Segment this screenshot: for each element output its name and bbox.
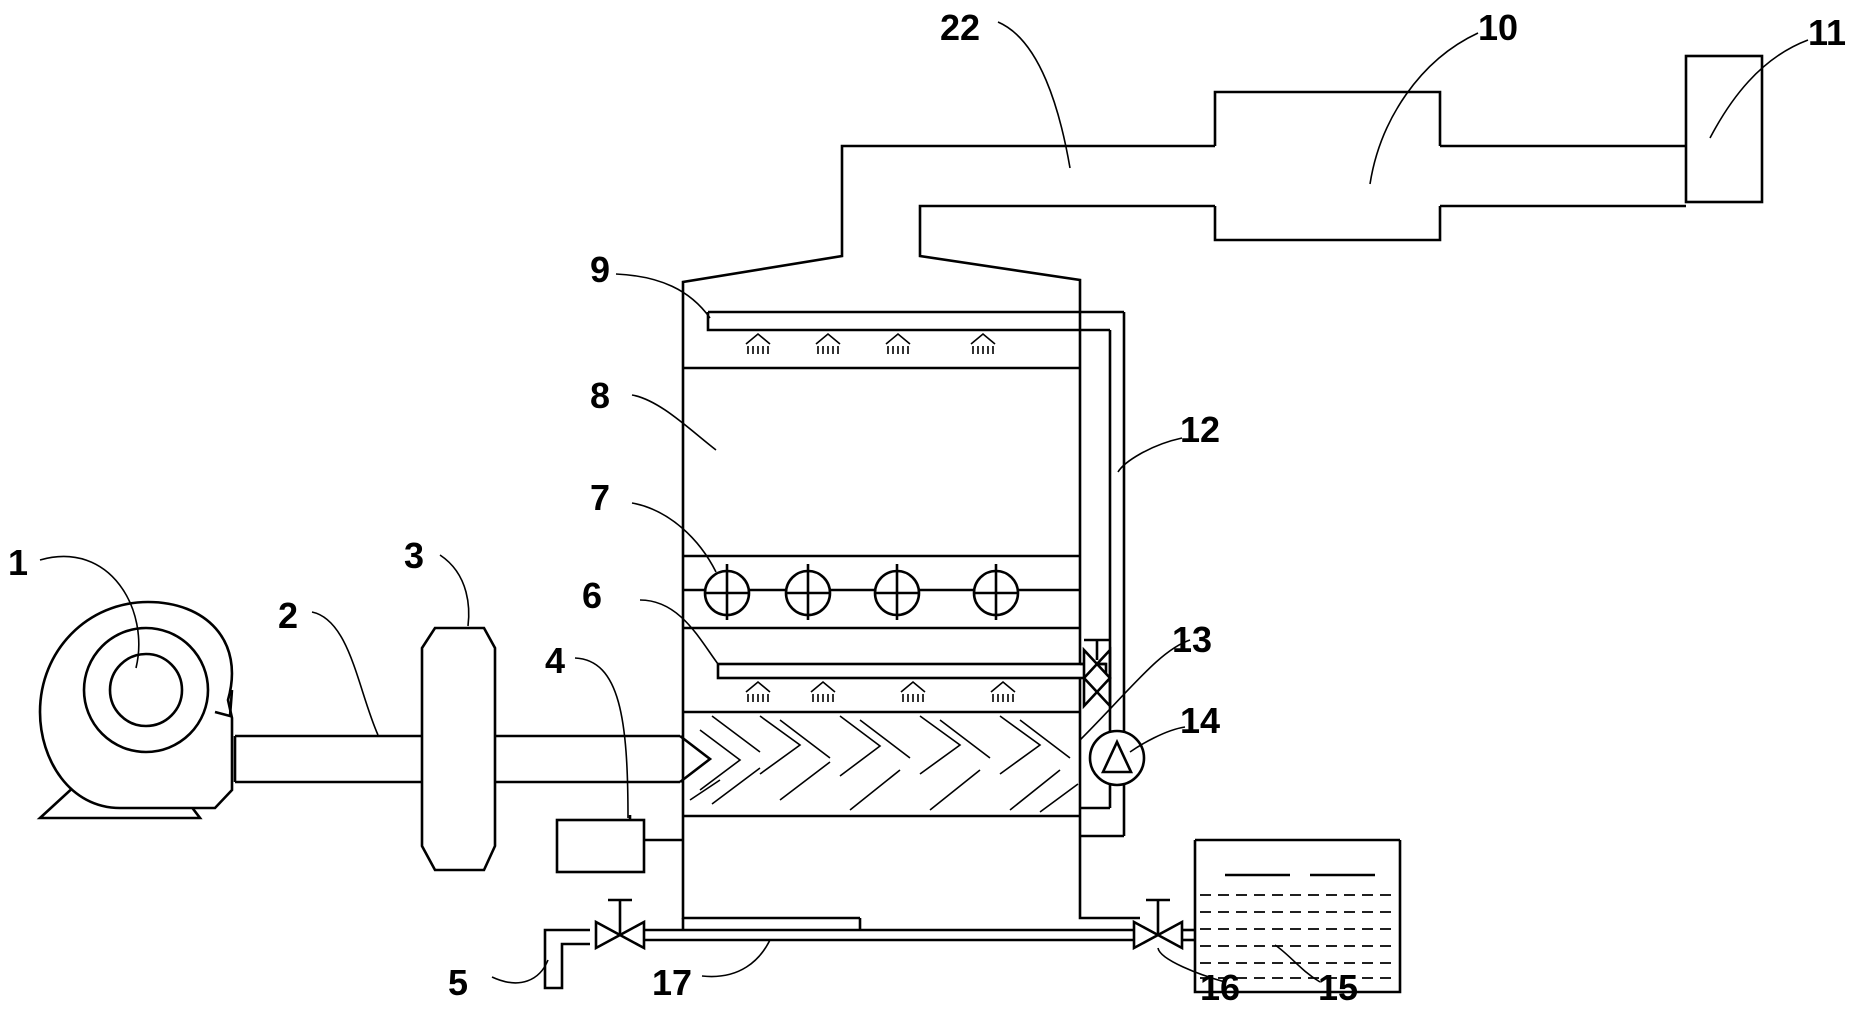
label-circulation-pump: 14 — [1180, 700, 1220, 741]
drain-valve — [594, 898, 646, 951]
label-upper-spray-pipe: 9 — [590, 249, 610, 290]
label-riser-pipe: 12 — [1180, 409, 1220, 450]
leader-lines — [39, 21, 1809, 984]
outlet-unit — [1213, 90, 1686, 242]
end-unit — [1684, 54, 1764, 204]
label-lower-spray-pipe: 6 — [582, 575, 602, 616]
label-outlet-unit: 10 — [1478, 7, 1518, 48]
label-middle-section: 8 — [590, 375, 610, 416]
water-tank — [1193, 838, 1402, 994]
fan — [36, 600, 234, 820]
label-water-tank: 15 — [1318, 967, 1358, 1008]
label-bottom-pipe: 17 — [652, 962, 692, 1003]
scrubber-tower — [681, 144, 1215, 920]
circulation-pump — [1088, 729, 1146, 787]
label-fan: 1 — [8, 542, 28, 583]
packing-layer — [689, 715, 1079, 813]
drain-outlet — [543, 928, 590, 990]
label-end-unit: 11 — [1808, 12, 1846, 53]
inlet-duct — [233, 734, 422, 784]
lower-spray-pipe — [716, 662, 1108, 680]
label-pre-unit: 3 — [404, 535, 424, 576]
label-side-valve: 13 — [1172, 619, 1212, 660]
side-valve — [1082, 638, 1112, 710]
tower-inlet-duct — [495, 734, 713, 784]
lower-nozzles — [745, 680, 1016, 702]
pre-treatment-unit — [420, 626, 497, 872]
bottom-pipe — [634, 918, 1140, 942]
label-rotor-layer: 7 — [590, 477, 610, 518]
label-inlet-duct: 2 — [278, 595, 298, 636]
upper-spray-pipe — [706, 310, 1124, 332]
small-box — [555, 815, 683, 874]
tank-valve — [1132, 898, 1195, 951]
label-exhaust-duct: 22 — [940, 7, 980, 48]
label-tank-valve: 16 — [1200, 967, 1240, 1008]
label-drain-outlet: 5 — [448, 962, 468, 1003]
label-small-box: 4 — [545, 640, 565, 681]
rotor-layer — [703, 564, 1020, 620]
upper-nozzles — [745, 332, 996, 354]
